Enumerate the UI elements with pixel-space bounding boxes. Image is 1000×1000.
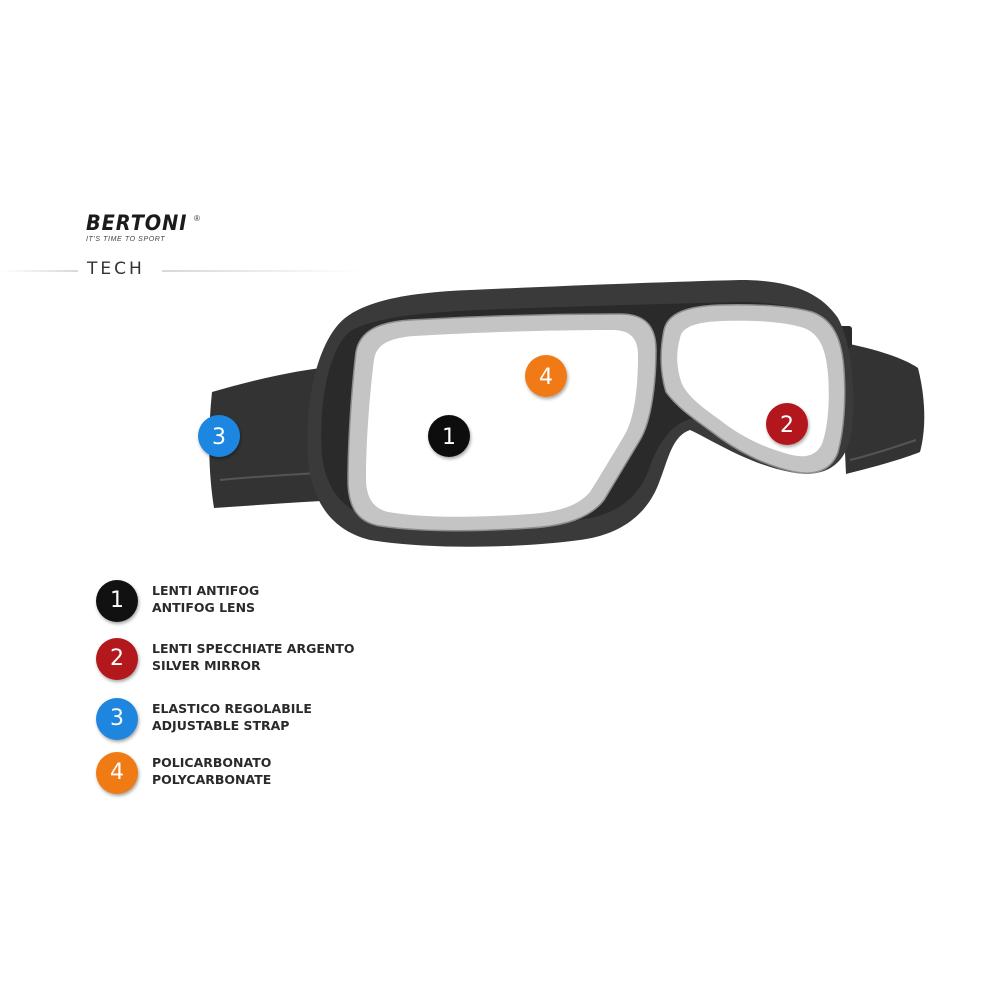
legend-badge-3: 3: [96, 698, 138, 740]
legend-label-it: LENTI ANTIFOG: [152, 583, 260, 598]
legend-label-en: ANTIFOG LENS: [152, 600, 256, 615]
callout-badge-3: 3: [198, 415, 240, 457]
brand-registered-mark: ®: [194, 214, 200, 223]
callout-badge-4: 4: [525, 355, 567, 397]
legend-badge-2: 2: [96, 638, 138, 680]
brand-name: BERTONI: [86, 211, 188, 235]
brand-rule-right: [162, 270, 362, 272]
legend-text: ELASTICO REGOLABILE ADJUSTABLE STRAP: [152, 700, 312, 734]
legend-badge-1: 1: [96, 580, 138, 622]
legend-label-en: ADJUSTABLE STRAP: [152, 718, 290, 733]
callout-badge-circle: [766, 403, 808, 445]
legend-label-en: POLYCARBONATE: [152, 772, 272, 787]
callout-badge-2: 2: [766, 403, 808, 445]
brand-subtitle: TECH: [87, 259, 145, 279]
callout-badge-circle: [525, 355, 567, 397]
legend-label-it: POLICARBONATO: [152, 755, 272, 770]
callout-badge-circle: [198, 415, 240, 457]
legend-text: LENTI ANTIFOG ANTIFOG LENS: [152, 582, 259, 616]
callout-badge-number: 4: [539, 365, 553, 390]
callout-badge-circle: [428, 415, 470, 457]
legend-item-adjustable-strap: 3 ELASTICO REGOLABILE ADJUSTABLE STRAP: [96, 698, 496, 742]
legend-label-en: SILVER MIRROR: [152, 658, 261, 673]
brand-tagline: IT'S TIME TO SPORT: [86, 236, 166, 243]
brand-rule-left: [0, 270, 78, 272]
legend-label-it: ELASTICO REGOLABILE: [152, 701, 312, 716]
legend-item-antifog-lens: 1 LENTI ANTIFOG ANTIFOG LENS: [96, 580, 496, 624]
callout-badge-1: 1: [428, 415, 470, 457]
callout-badge-number: 2: [780, 413, 794, 438]
legend-badge-4: 4: [96, 752, 138, 794]
brand-logo: BERTONI ® IT'S TIME TO SPORT: [86, 211, 200, 243]
right-lens: [677, 320, 829, 457]
legend-text: POLICARBONATO POLYCARBONATE: [152, 754, 271, 788]
callout-badge-number: 1: [442, 425, 456, 450]
callout-badge-number: 3: [212, 425, 226, 450]
legend-label-it: LENTI SPECCHIATE ARGENTO: [152, 641, 355, 656]
left-lens: [366, 330, 638, 517]
callout-badges: 1 2 3 4: [198, 355, 808, 457]
legend-item-polycarbonate: 4 POLICARBONATO POLYCARBONATE: [96, 752, 496, 796]
legend-item-silver-mirror: 2 LENTI SPECCHIATE ARGENTO SILVER MIRROR: [96, 638, 496, 682]
legend-text: LENTI SPECCHIATE ARGENTO SILVER MIRROR: [152, 640, 355, 674]
